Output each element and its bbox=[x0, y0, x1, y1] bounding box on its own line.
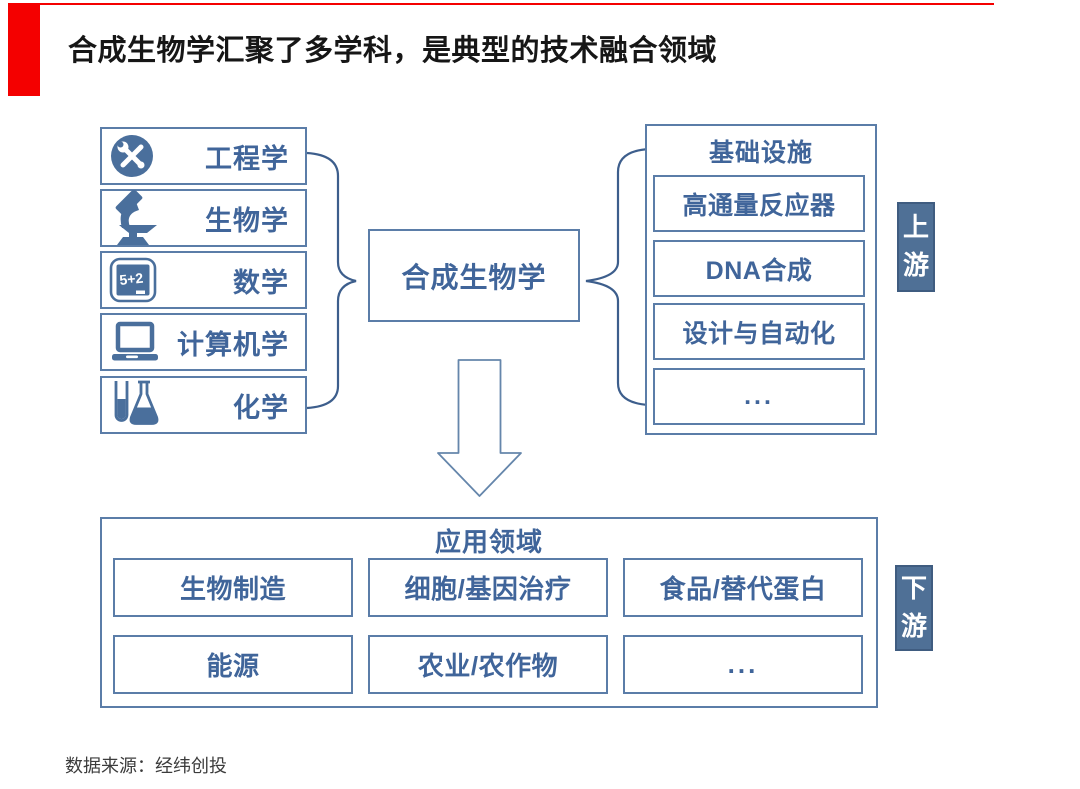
application-item: 能源 bbox=[113, 635, 353, 694]
left-brace bbox=[306, 151, 357, 410]
application-item-ellipsis: ... bbox=[623, 635, 863, 694]
discipline-label: 生物学 bbox=[205, 205, 289, 236]
down-arrow bbox=[437, 359, 522, 497]
infrastructure-item: 设计与自动化 bbox=[653, 303, 865, 360]
right-brace bbox=[585, 147, 650, 407]
chalkboard-icon: 5+2 bbox=[109, 253, 157, 307]
flask-icon bbox=[109, 378, 163, 432]
infrastructure-item: 高通量反应器 bbox=[653, 175, 865, 232]
discipline-box-math: 5+2 数学 bbox=[100, 251, 307, 309]
infrastructure-item-ellipsis: ... bbox=[653, 368, 865, 425]
discipline-label: 化学 bbox=[233, 392, 289, 423]
discipline-box-engineering: 工程学 bbox=[100, 127, 307, 185]
applications-header: 应用领域 bbox=[434, 526, 543, 557]
microscope-icon bbox=[109, 190, 163, 245]
discipline-label: 计算机学 bbox=[177, 329, 289, 360]
infrastructure-header: 基础设施 bbox=[708, 139, 813, 167]
upstream-tag: 上游 bbox=[897, 202, 935, 292]
application-item: 农业/农作物 bbox=[368, 635, 608, 694]
discipline-box-chemistry: 化学 bbox=[100, 376, 307, 434]
discipline-box-computer: 计算机学 bbox=[100, 313, 307, 371]
discipline-box-biology: 生物学 bbox=[100, 189, 307, 247]
tools-icon bbox=[109, 129, 155, 183]
accent-bar bbox=[8, 3, 40, 96]
application-item: 生物制造 bbox=[113, 558, 353, 617]
discipline-label: 数学 bbox=[233, 267, 289, 298]
center-node: 合成生物学 bbox=[368, 229, 580, 322]
page-title: 合成生物学汇聚了多学科，是典型的技术融合领域 bbox=[68, 35, 718, 67]
downstream-tag: 下游 bbox=[895, 565, 933, 651]
data-source-note: 数据来源：经纬创投 bbox=[65, 756, 227, 776]
discipline-label: 工程学 bbox=[205, 143, 289, 174]
infrastructure-item: DNA合成 bbox=[653, 240, 865, 297]
application-item: 食品/替代蛋白 bbox=[623, 558, 863, 617]
chalkboard-formula: 5+2 bbox=[119, 270, 145, 288]
laptop-icon bbox=[109, 315, 161, 369]
application-item: 细胞/基因治疗 bbox=[368, 558, 608, 617]
top-rule bbox=[8, 3, 994, 5]
